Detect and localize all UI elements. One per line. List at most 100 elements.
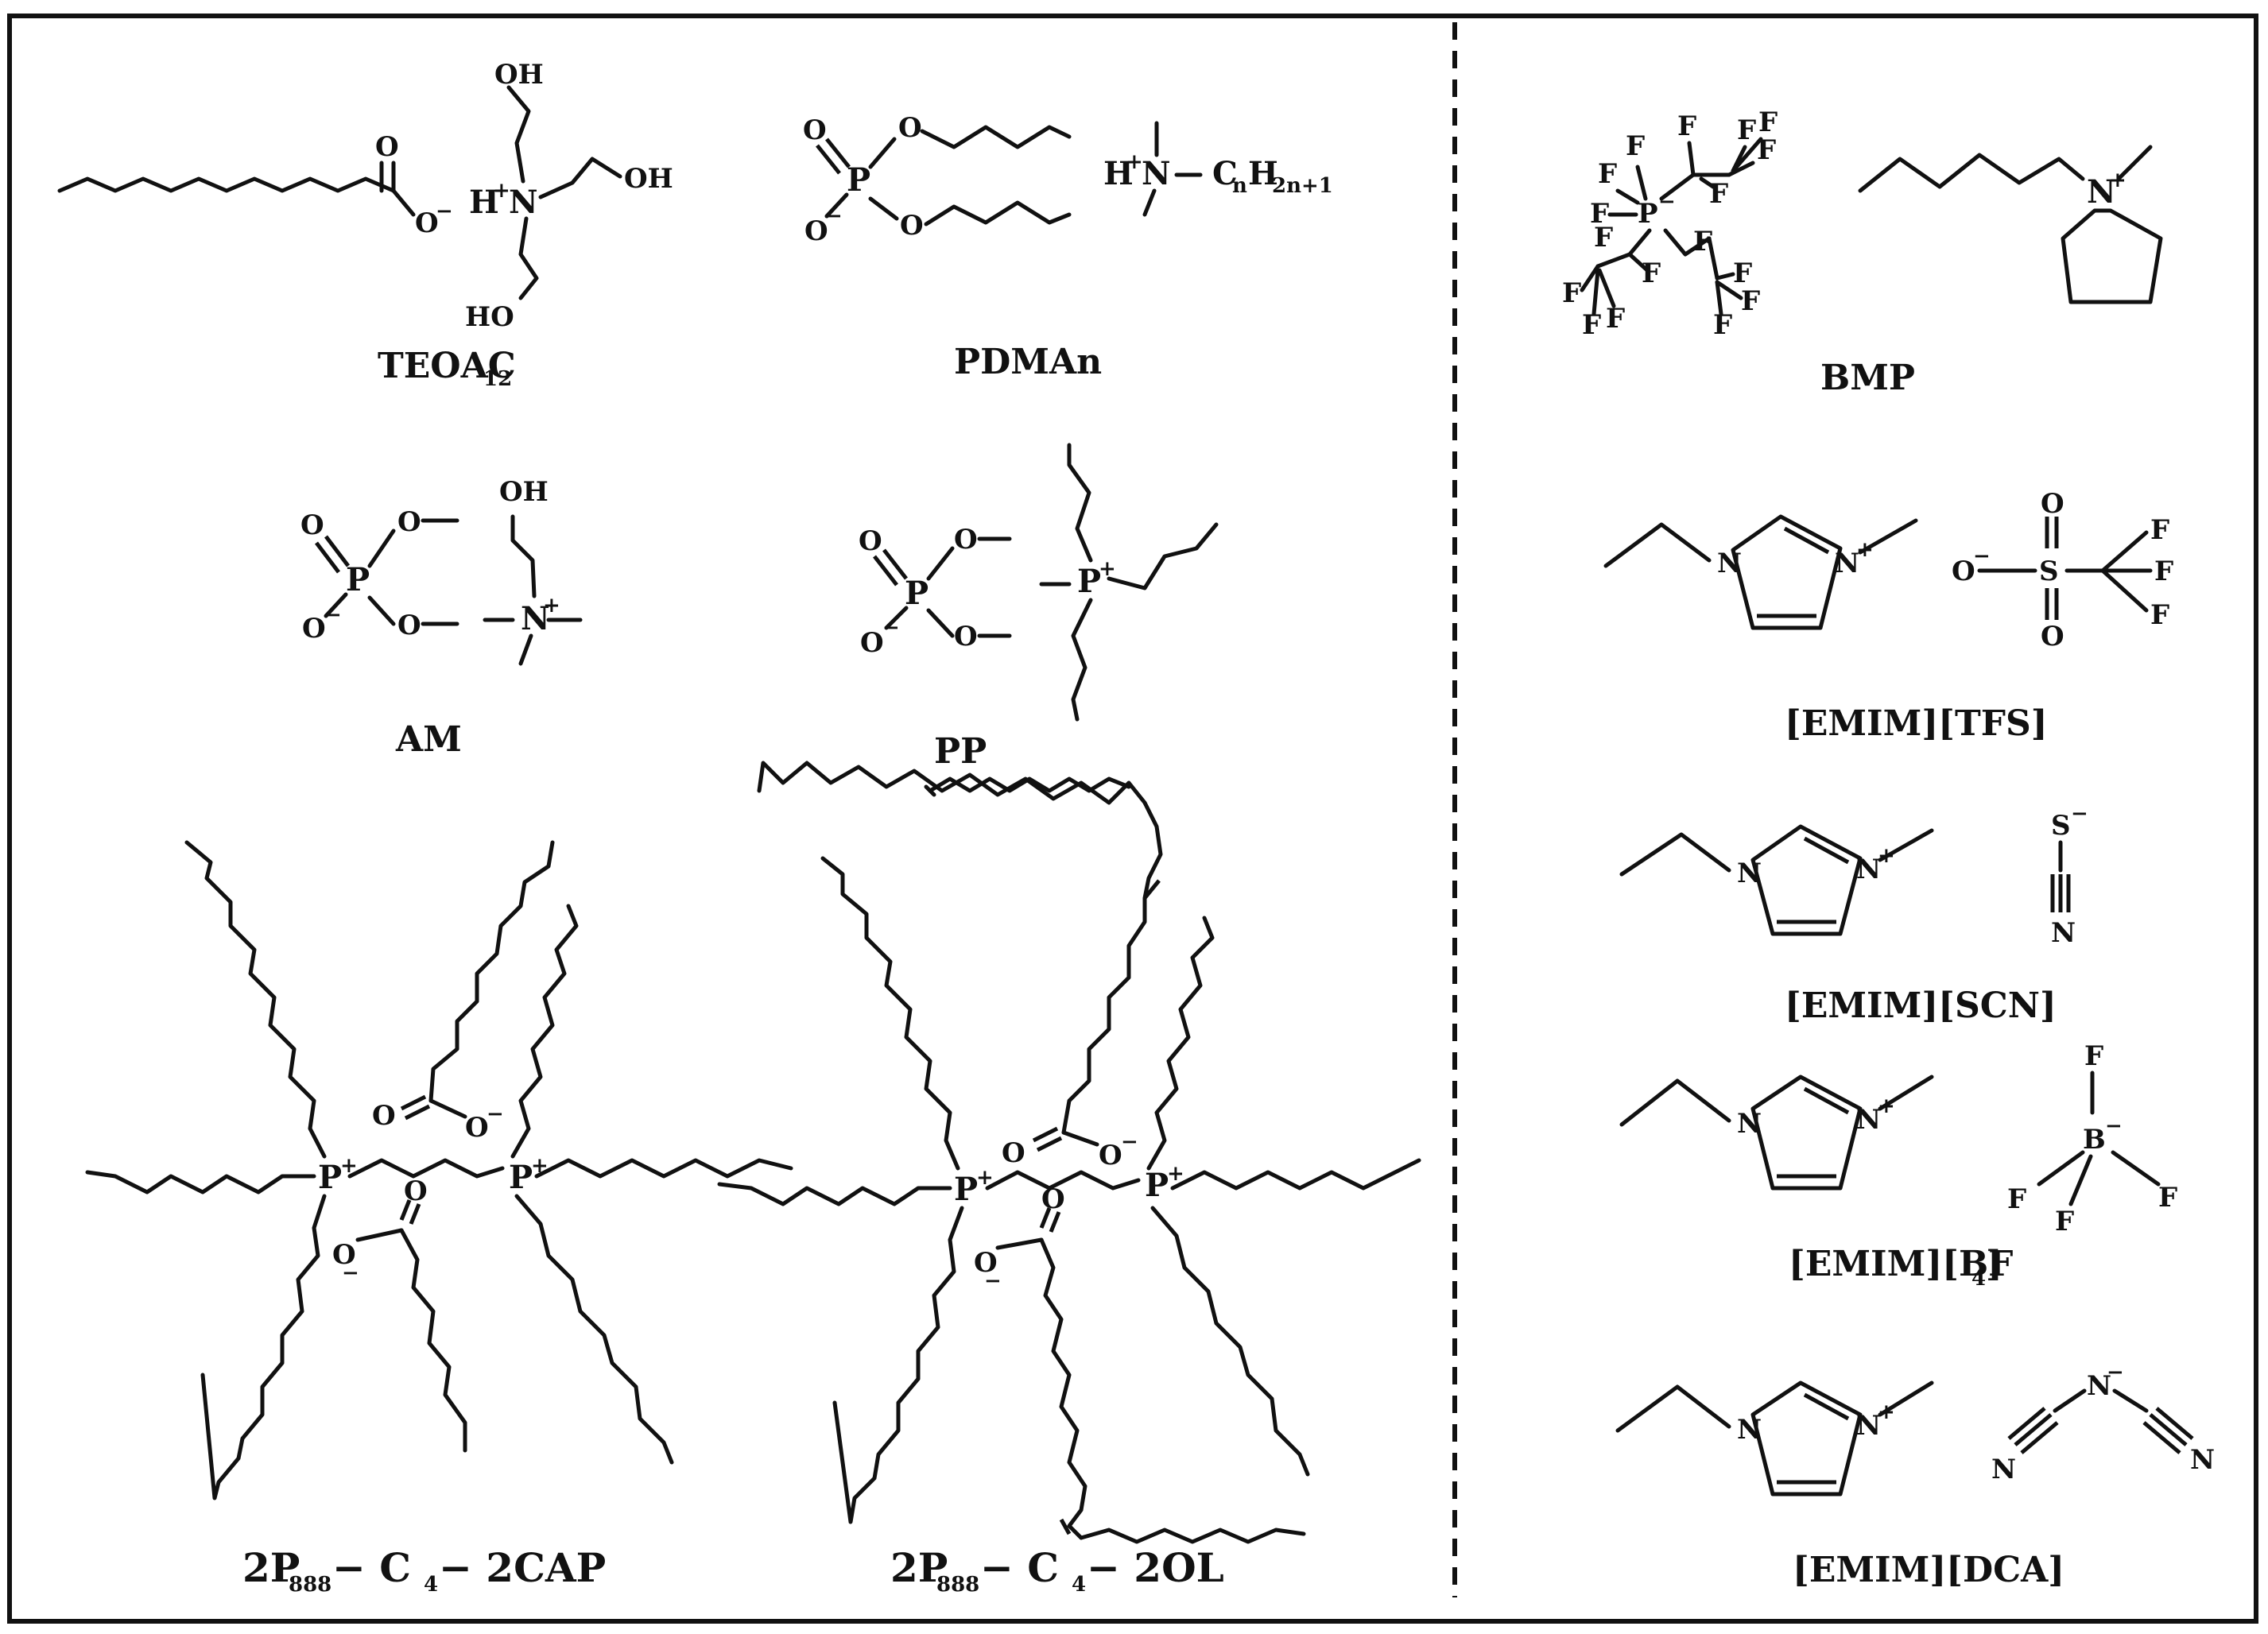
structure-emim-bf4: N N + F B − F F F [EMIM][BF 4 ] bbox=[1619, 1040, 2177, 1291]
pdman-minus: − bbox=[825, 204, 843, 228]
caption-bmp: BMP bbox=[1820, 358, 1915, 398]
cap-p1-plus: + bbox=[340, 1154, 358, 1178]
ol-p1: P bbox=[954, 1171, 978, 1208]
bmp-f8: F bbox=[1758, 106, 1778, 138]
caption-ol-end: − 2OL bbox=[1087, 1544, 1224, 1591]
pp-o-minus: O bbox=[860, 627, 884, 659]
pdman-o-top: O bbox=[898, 112, 922, 144]
outer-frame bbox=[7, 14, 2258, 1624]
am-nplus: + bbox=[543, 594, 560, 618]
structure-emim-scn: N N + S − N [EMIM][SCN] bbox=[1619, 802, 2088, 1026]
pp-o-bottom: O bbox=[954, 621, 978, 652]
teoac-minus: − bbox=[436, 199, 453, 223]
scn-s: S bbox=[2051, 810, 2071, 842]
tfs-o-up: O bbox=[2041, 488, 2064, 520]
caption-ol-c-sub: 4 bbox=[1072, 1573, 1086, 1597]
bmp-f13: F bbox=[1606, 303, 1625, 335]
bmp-p: P bbox=[1638, 198, 1658, 230]
caption-emim-tfs: [EMIM][TFS] bbox=[1785, 703, 2048, 744]
am-o-double: O bbox=[300, 509, 324, 541]
pp-pplus: + bbox=[1099, 557, 1116, 581]
dca-n-minus: − bbox=[2107, 1361, 2124, 1384]
caption-ol-p: 2P bbox=[890, 1544, 948, 1591]
pdman-h2n1: H bbox=[1248, 155, 1278, 192]
cap-o-minus-top: O bbox=[465, 1112, 489, 1144]
pp-o-top: O bbox=[954, 524, 978, 556]
bmp-f12: F bbox=[1582, 309, 1601, 341]
ol-p1-plus: + bbox=[976, 1166, 994, 1190]
dca-n-right: N bbox=[2190, 1444, 2215, 1476]
bmp-f11: F bbox=[1562, 277, 1581, 309]
caption-am: AM bbox=[395, 719, 462, 760]
scn-n2: N bbox=[1856, 854, 1881, 885]
bmp-f9: F bbox=[1594, 222, 1613, 254]
caption-pp: PP bbox=[934, 731, 987, 772]
am-minus: − bbox=[324, 603, 342, 627]
am-p: P bbox=[346, 561, 370, 598]
pdman-o-minus: O bbox=[804, 215, 828, 247]
pp-o-double: O bbox=[859, 525, 882, 557]
caption-teoac-sub: 12 bbox=[483, 367, 512, 391]
bmp-f7: F bbox=[1737, 114, 1756, 146]
tfs-n2: N bbox=[1835, 548, 1859, 579]
dca-n-left: N bbox=[1991, 1454, 2016, 1485]
pdman-n: N bbox=[1142, 155, 1171, 192]
ol-o-double-bottom: O bbox=[1041, 1183, 1065, 1215]
pdman-p: P bbox=[847, 161, 870, 199]
pdman-h2n1-sub: 2n+1 bbox=[1272, 174, 1333, 198]
cap-o-minus-bottom: O bbox=[332, 1239, 356, 1271]
bmp-f3: F bbox=[1590, 198, 1609, 230]
bmp-f15: F bbox=[1733, 257, 1752, 289]
caption-emim-bf4-sub: 4 bbox=[1971, 1267, 1986, 1291]
bmp-f16: F bbox=[1741, 285, 1760, 317]
ol-p2: P bbox=[1145, 1167, 1169, 1204]
dca-n-center: N bbox=[2087, 1370, 2111, 1402]
teoac-oh-right: OH bbox=[624, 163, 673, 195]
teoac-ho-bottom: HO bbox=[465, 301, 514, 333]
bmp-f5: F bbox=[1709, 178, 1728, 210]
am-n: N bbox=[521, 600, 550, 637]
tfs-minus: − bbox=[1973, 544, 1991, 568]
bmp-f1: F bbox=[1626, 130, 1645, 162]
pdman-c: C bbox=[1212, 155, 1238, 192]
tfs-f1: F bbox=[2150, 514, 2169, 546]
structure-emim-dca: N N + N − N N [EMIM][DCA] bbox=[1615, 1361, 2215, 1590]
teoac-h: H bbox=[469, 184, 499, 221]
bmp-f10: F bbox=[1642, 257, 1661, 289]
pdman-h: H bbox=[1103, 155, 1134, 192]
bf4-f-left: F bbox=[2007, 1183, 2026, 1215]
cap-minus-top: − bbox=[487, 1102, 504, 1126]
structure-emim-tfs: N N + O − S O O F F F [EMIM][TFS] bbox=[1603, 488, 2173, 744]
am-o-top: O bbox=[397, 506, 421, 538]
teoac-hplus: + bbox=[493, 179, 510, 203]
cap-o-double-top: O bbox=[372, 1100, 396, 1132]
pp-p: P bbox=[905, 575, 929, 612]
am-o-minus: O bbox=[302, 613, 326, 645]
structure-teoac12: O O − H + N OH OH HO TEOAC 12 bbox=[57, 59, 673, 391]
pdman-hplus: + bbox=[1126, 150, 1143, 174]
bmp-n: N bbox=[2087, 173, 2116, 211]
tfs-o-down: O bbox=[2041, 621, 2064, 652]
bf4-b: B bbox=[2083, 1124, 2106, 1156]
scn-n3: N bbox=[2051, 917, 2076, 949]
caption-teoac: TEOAC bbox=[378, 346, 516, 386]
caption-ol-rest: − C bbox=[980, 1544, 1059, 1591]
ol-minus-bottom: − bbox=[984, 1269, 1002, 1293]
tfs-s: S bbox=[2039, 556, 2059, 587]
teoac-n: N bbox=[509, 184, 538, 221]
tfs-o-minus: O bbox=[1952, 556, 1975, 587]
pdman-o-double: O bbox=[803, 114, 827, 146]
teoac-carbonyl-o: O bbox=[375, 131, 399, 163]
ol-o-minus-top: O bbox=[1099, 1140, 1122, 1171]
teoac-o-minus: O bbox=[415, 207, 439, 239]
tfs-f3: F bbox=[2150, 599, 2169, 631]
ol-minus-top: − bbox=[1121, 1130, 1138, 1154]
structure-2p888-c4-2ol: P + P + O O − O O − 2P 888 − C 4 − 2OL bbox=[717, 761, 1421, 1597]
caption-cap-c-sub: 4 bbox=[424, 1573, 438, 1597]
cap-minus-bottom: − bbox=[342, 1261, 359, 1285]
tfs-f2: F bbox=[2154, 556, 2173, 587]
caption-emim-bf4: [EMIM][BF bbox=[1789, 1244, 2013, 1284]
bf4-b-minus: − bbox=[2105, 1114, 2123, 1138]
